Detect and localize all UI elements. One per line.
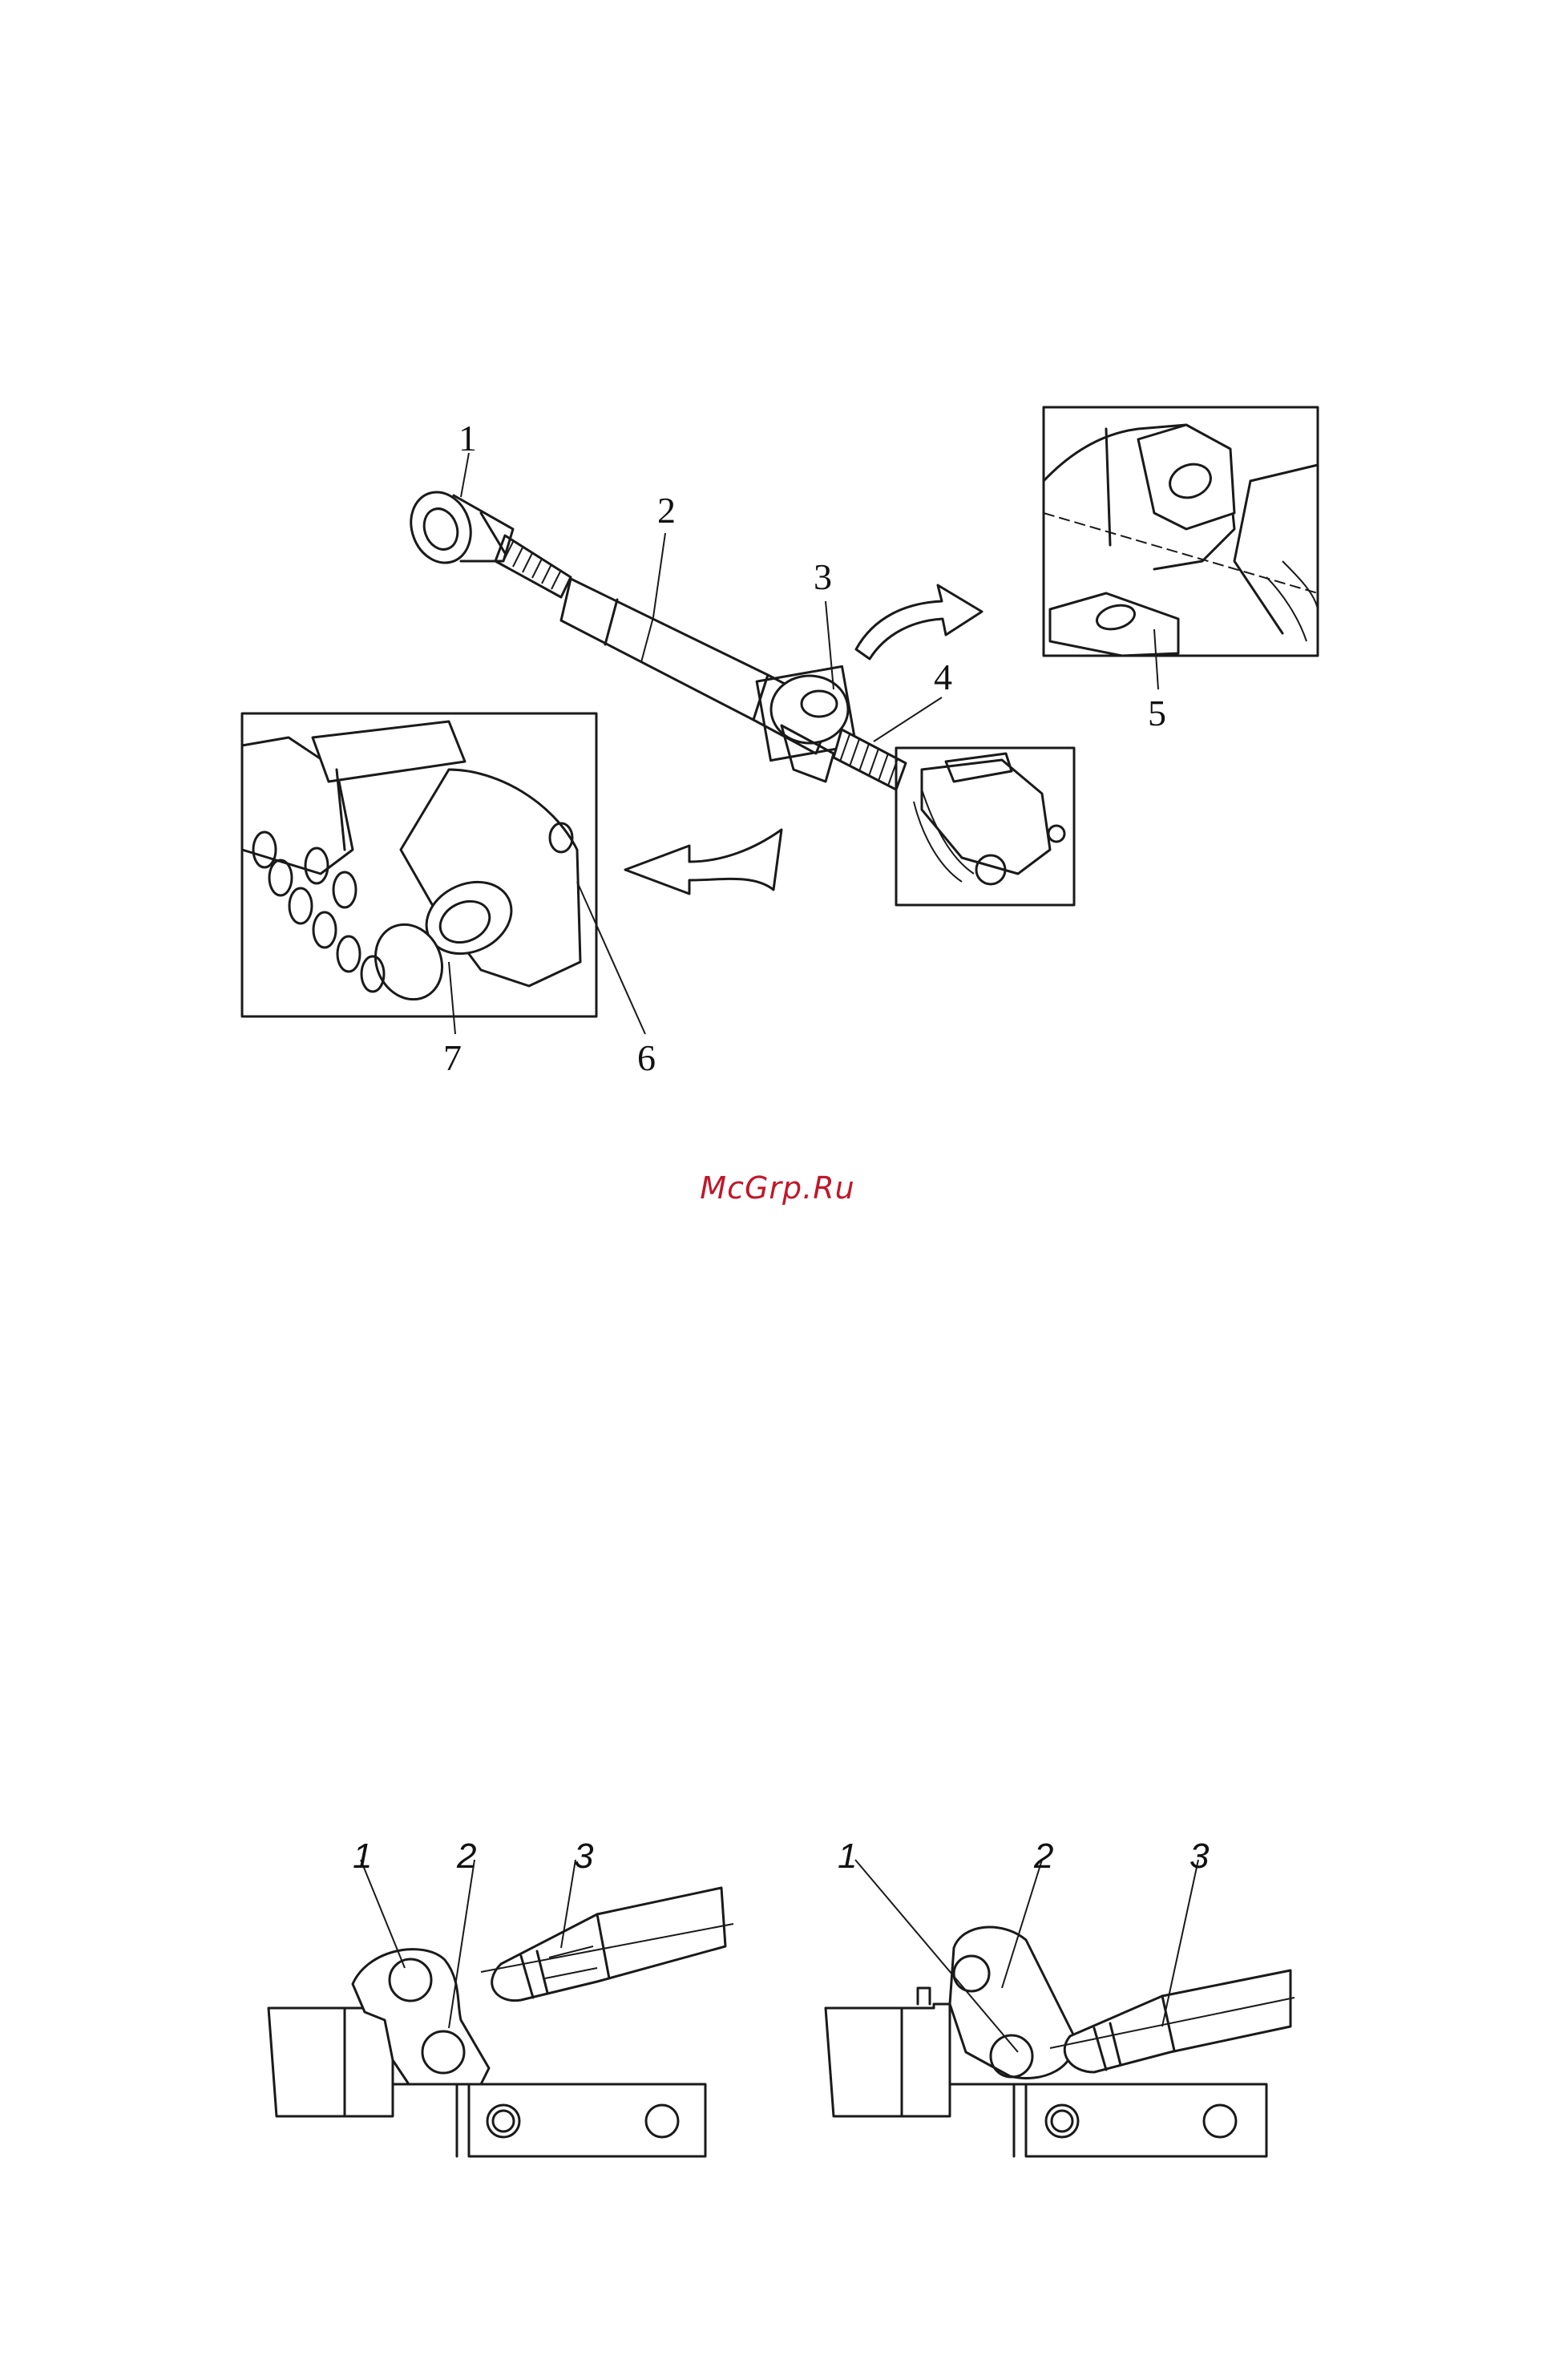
- watermark: McGrp.Ru: [0, 1170, 1555, 1206]
- arrow-to-top-inset: [856, 585, 982, 659]
- bottom-right-callout-2: 2: [1033, 1837, 1053, 1876]
- callout-1: 1: [458, 418, 477, 459]
- bottom-left-callout-2: 2: [456, 1837, 476, 1876]
- callout-5: 5: [1148, 693, 1166, 733]
- threaded-rod-left: [495, 535, 571, 597]
- inset-detail-left: [242, 713, 596, 1016]
- bottom-right-callout-1: 1: [838, 1837, 857, 1876]
- callout-2: 2: [657, 490, 676, 531]
- bottom-left-callout-3: 3: [574, 1837, 594, 1876]
- bracket-diagram-left: [269, 1860, 733, 2156]
- callout-7: 7: [443, 1037, 462, 1078]
- bottom-right-callout-3: 3: [1189, 1837, 1210, 1876]
- arrow-to-left-inset: [625, 830, 782, 894]
- callout-3: 3: [814, 556, 832, 597]
- hook-end-small: [896, 748, 1074, 905]
- callout-4: 4: [934, 657, 952, 697]
- callout-6: 6: [637, 1037, 656, 1078]
- inset-detail-top-right: [1044, 407, 1318, 656]
- bracket-diagram-right: [826, 1860, 1294, 2156]
- bottom-left-callout-1: 1: [353, 1837, 372, 1876]
